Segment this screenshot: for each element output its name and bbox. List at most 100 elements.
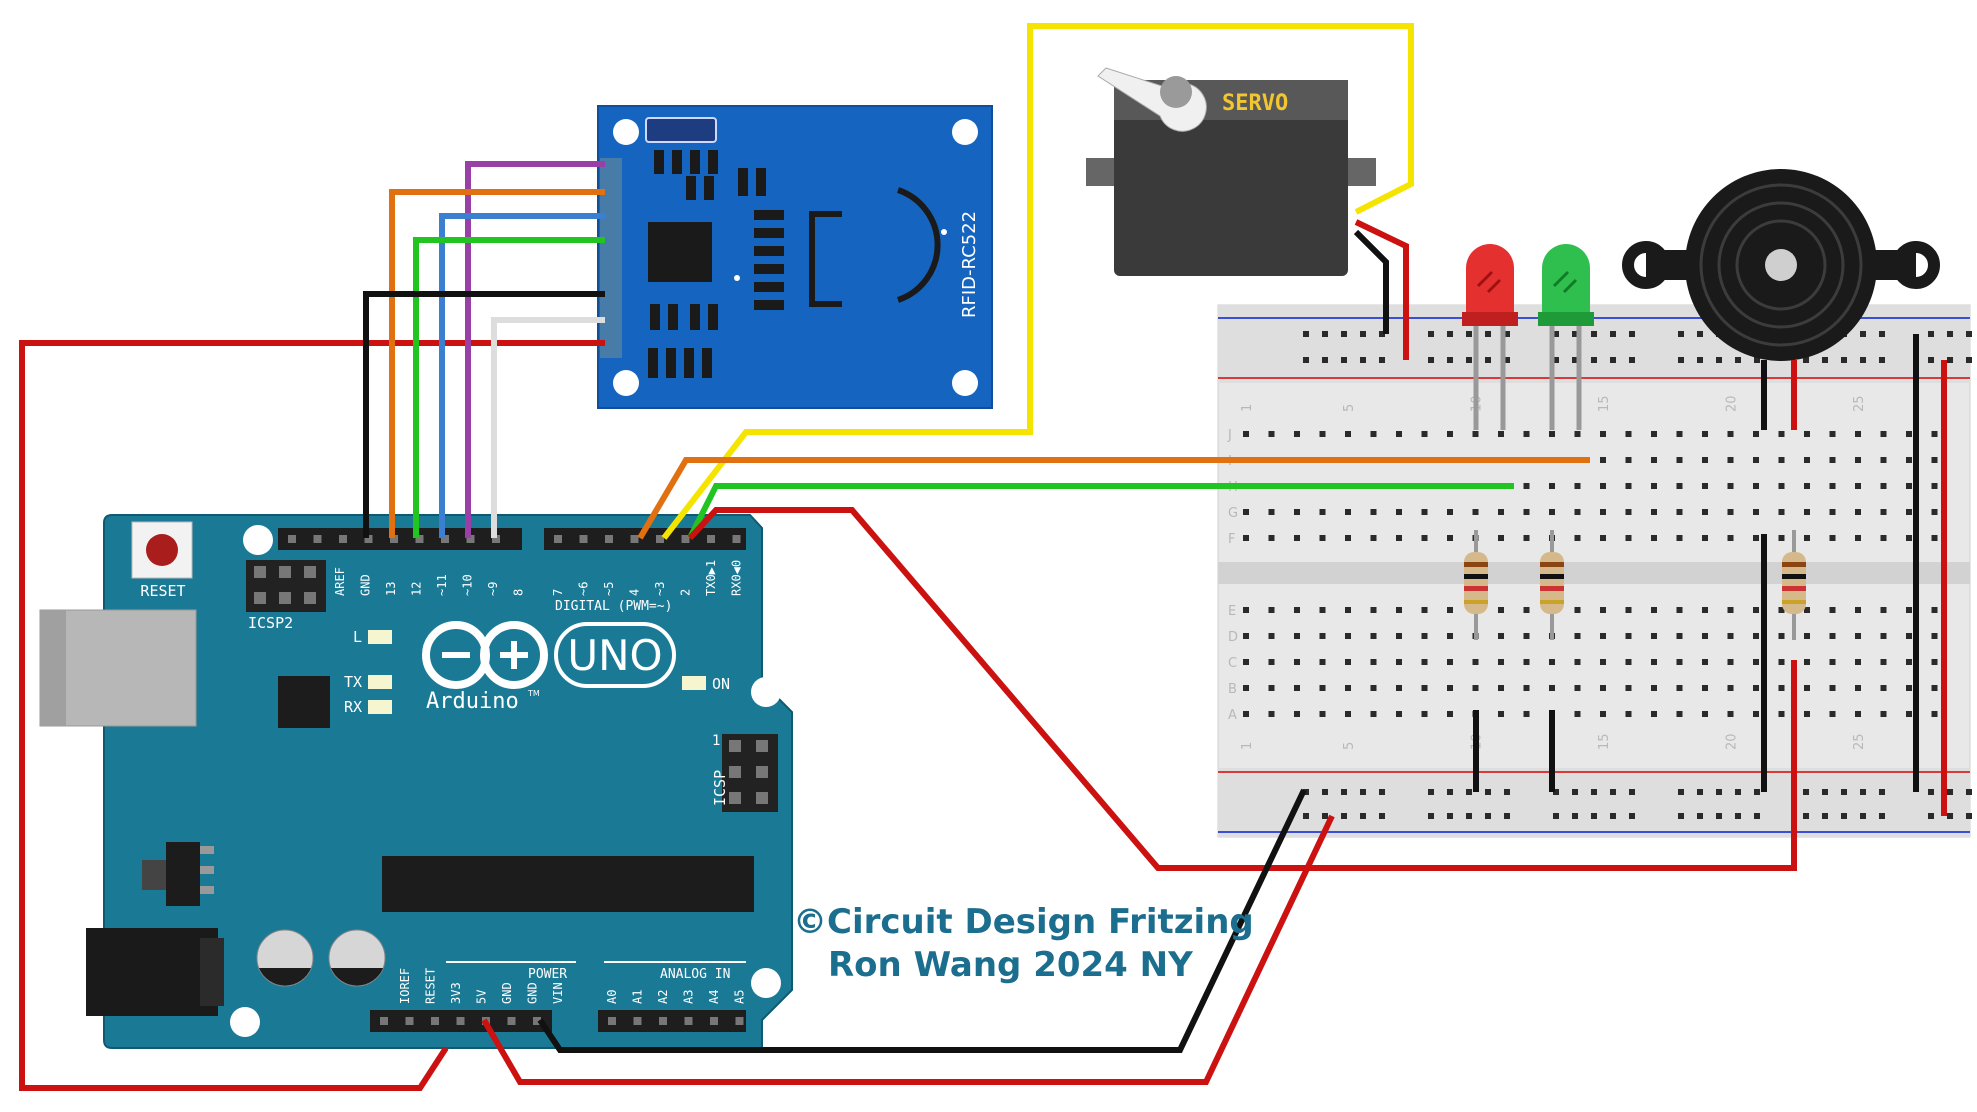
breadboard-hole (1243, 431, 1249, 437)
rail-hole (1572, 789, 1578, 795)
header-pin (656, 535, 664, 543)
breadboard-hole (1370, 535, 1377, 541)
header-pin (579, 535, 588, 543)
header-pin (707, 535, 715, 543)
breadboard-hole (1753, 483, 1759, 489)
breadboard-hole (1574, 685, 1581, 691)
rail-hole (1485, 331, 1491, 337)
reset-label: RESET (140, 582, 185, 600)
breadboard-hole (1906, 535, 1912, 541)
antenna-trace (809, 187, 941, 307)
rail-hole (1735, 789, 1741, 795)
breadboard-hole (1855, 607, 1861, 613)
breadboard-hole (1804, 711, 1810, 717)
rail-hole (1360, 357, 1366, 363)
icsp2-header (246, 560, 326, 612)
rail-hole (1360, 789, 1366, 795)
header-pin (492, 535, 500, 543)
breadboard-hole (1702, 535, 1708, 541)
rail-hole (1928, 789, 1934, 795)
breadboard-column-number: 25 (1852, 395, 1867, 412)
rail-hole (1966, 331, 1972, 337)
rail-hole (1553, 357, 1559, 363)
breadboard-hole (1778, 633, 1785, 639)
breadboard-hole (1906, 685, 1912, 691)
rail-hole (1447, 357, 1453, 363)
pin-label: IOREF (398, 968, 412, 1004)
rail-hole (1879, 331, 1885, 337)
breadboard-hole (1294, 607, 1300, 613)
breadboard-hole (1294, 659, 1300, 665)
header-pin (684, 1017, 693, 1025)
breadboard-column-number: 20 (1725, 733, 1740, 750)
breadboard-row-letter: E (1228, 604, 1236, 619)
breadboard-column-number: 25 (1852, 733, 1867, 750)
pin-label: GND (359, 574, 373, 596)
header-pin (605, 535, 613, 543)
servo-label: SERVO (1222, 91, 1288, 116)
breadboard-hole (1421, 431, 1428, 437)
led-l (368, 630, 392, 644)
pin-label: ~6 (577, 582, 591, 596)
breadboard-hole (1421, 633, 1428, 639)
breadboard-hole (1676, 483, 1683, 489)
breadboard-hole (1370, 711, 1377, 717)
breadboard-hole (1931, 535, 1938, 541)
breadboard-row-letter: F (1228, 532, 1235, 547)
breadboard-hole (1523, 711, 1530, 717)
led-rx (368, 700, 392, 714)
breadboard-hole (1370, 431, 1377, 437)
breadboard-hole (1880, 457, 1887, 463)
breadboard-hole (1702, 633, 1708, 639)
wire-servo-vcc (1354, 219, 1409, 360)
breadboard-hole (1523, 535, 1530, 541)
header-pin (456, 1017, 465, 1025)
icsp-label: ICSP (711, 770, 729, 806)
breadboard-hole (1523, 685, 1530, 691)
rail-hole (1928, 357, 1934, 363)
breadboard-hole (1319, 685, 1326, 691)
pin-label: AREF (333, 567, 347, 596)
arduino-brand: Arduino (426, 689, 519, 714)
wire-buzzer-pin2 (687, 507, 1797, 871)
breadboard-hole (1702, 431, 1708, 437)
breadboard-hole (1651, 711, 1657, 717)
rail-hole (1678, 789, 1684, 795)
icsp2-label: ICSP2 (248, 614, 293, 632)
breadboard-hole (1625, 607, 1632, 613)
breadboard-hole (1727, 431, 1734, 437)
rail-hole (1466, 813, 1472, 819)
breadboard-hole (1753, 535, 1759, 541)
header-pin (288, 535, 296, 543)
breadboard-hole (1421, 659, 1428, 665)
breadboard-hole (1600, 431, 1606, 437)
wire-arduino-5v-rail (481, 814, 1335, 1085)
analog-header (598, 1010, 746, 1032)
breadboard-hole (1243, 659, 1249, 665)
breadboard-hole (1498, 711, 1504, 717)
rail-hole (1341, 789, 1347, 795)
wire-servo-gnd (1353, 229, 1389, 334)
breadboard-hole (1523, 509, 1530, 515)
breadboard-hole (1600, 685, 1606, 691)
breadboard-hole (1804, 483, 1810, 489)
smd-components (648, 150, 784, 378)
capacitor (328, 929, 386, 987)
rail-hole (1341, 357, 1347, 363)
rail-hole (1678, 331, 1684, 337)
icsp-pin1-label: 1 (712, 733, 720, 749)
breadboard-hole (1702, 711, 1708, 717)
header-pin (380, 1017, 388, 1025)
breadboard-hole (1345, 509, 1351, 515)
rail-hole (1485, 789, 1491, 795)
pin-label: 12 (410, 582, 424, 596)
breadboard-hole (1855, 659, 1861, 665)
breadboard-hole (1702, 457, 1708, 463)
breadboard-hole (1906, 607, 1912, 613)
breadboard-hole (1651, 535, 1657, 541)
rail-hole (1466, 331, 1472, 337)
rail-hole (1379, 813, 1385, 819)
breadboard-hole (1676, 509, 1683, 515)
